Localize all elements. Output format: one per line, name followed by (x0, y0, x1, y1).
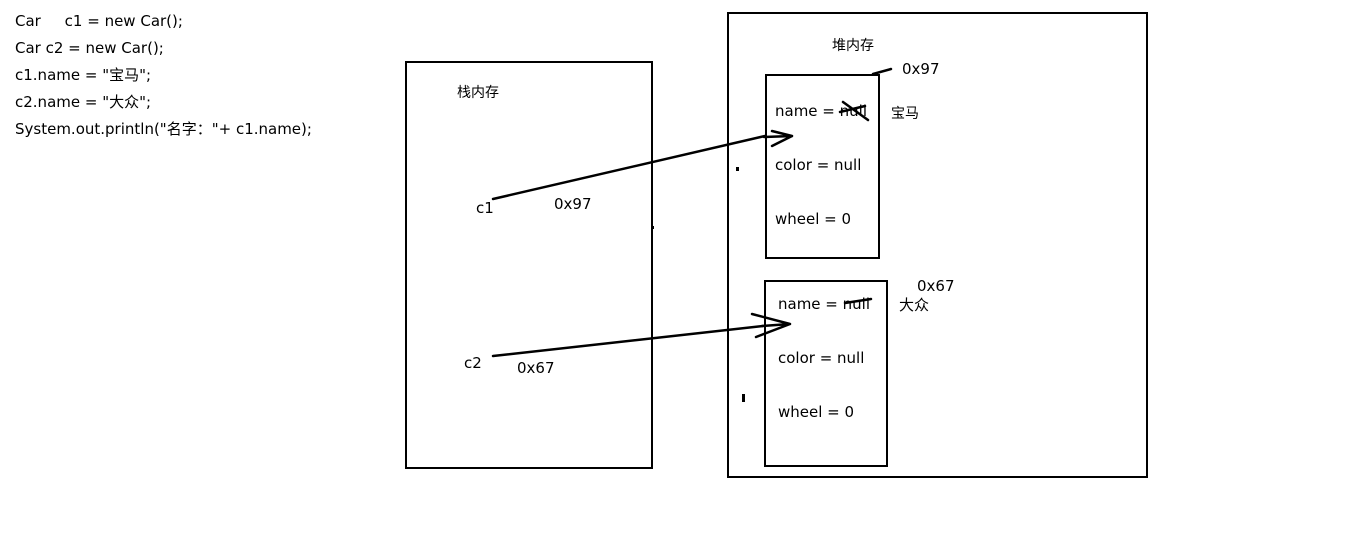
strikeout-object-1-null (838, 100, 870, 122)
strikeout-object-2-null (843, 297, 873, 305)
stray-mark-1 (736, 167, 739, 171)
stack-memory-box (405, 61, 653, 469)
stack-var-c2-name: c2 (464, 354, 482, 372)
code-line-5: System.out.println("名字："+ c1.name); (15, 120, 312, 138)
code-line-3: c1.name = "宝马"; (15, 66, 152, 84)
heap-object-1-address: 0x97 (902, 60, 940, 78)
code-line-2: Car c2 = new Car(); (15, 39, 164, 57)
heap-object-2-box (764, 280, 888, 467)
code-line-1: Car c1 = new Car(); (15, 12, 183, 30)
heap-object-1-box (765, 74, 880, 259)
stray-mark-2 (652, 226, 654, 229)
heap-object-1-field-color: color = null (775, 156, 862, 174)
stack-var-c1-name: c1 (476, 199, 494, 217)
heap-object-2-field-color: color = null (778, 349, 865, 367)
stray-mark-3 (742, 394, 745, 402)
address-tick-0x97 (871, 67, 893, 76)
heap-memory-title: 堆内存 (832, 38, 874, 54)
pointer-arrow-c1-head (762, 129, 794, 148)
pointer-arrow-c2 (491, 324, 765, 358)
pointer-arrow-c2-head (750, 312, 792, 339)
pointer-arrow-c1 (491, 134, 767, 201)
stack-var-c1-address: 0x97 (554, 195, 592, 213)
stack-var-c2-address: 0x67 (517, 359, 555, 377)
heap-object-2-field-wheel: wheel = 0 (778, 403, 855, 421)
stack-memory-title: 栈内存 (457, 85, 499, 101)
heap-object-2-new-name: 大众 (899, 296, 930, 314)
heap-memory-box (727, 12, 1148, 478)
heap-object-1-field-wheel: wheel = 0 (775, 210, 852, 228)
heap-object-2-address: 0x67 (917, 277, 955, 295)
code-line-4: c2.name = "大众"; (15, 93, 152, 111)
heap-object-1-new-name: 宝马 (891, 106, 919, 122)
